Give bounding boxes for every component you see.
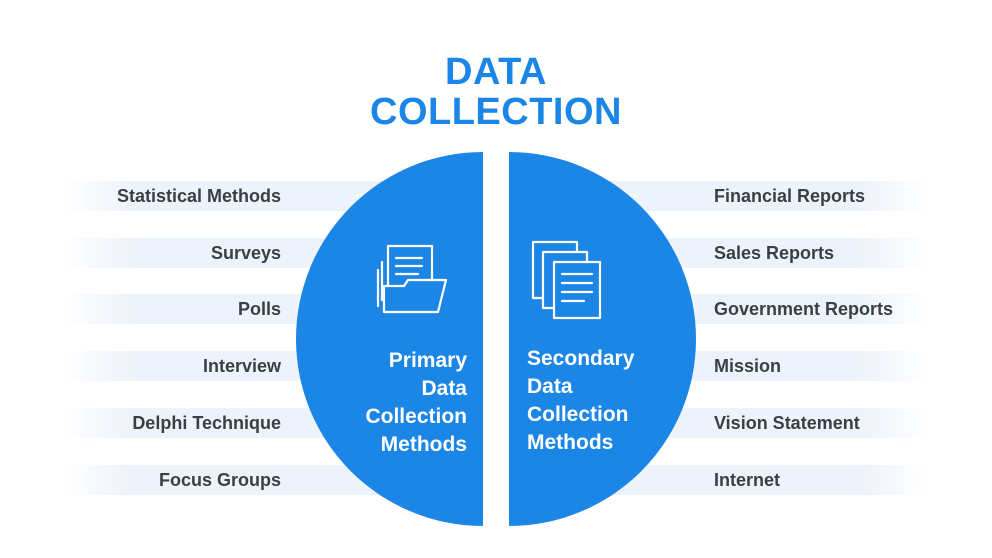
secondary-method-label: Financial Reports	[714, 186, 866, 206]
secondary-heading-line: Data	[527, 375, 573, 398]
secondary-method-label: Internet	[714, 470, 781, 490]
primary-half-circle	[296, 152, 483, 526]
primary-method-label: Focus Groups	[158, 470, 281, 490]
primary-heading-line: Methods	[380, 433, 467, 456]
primary-heading-line: Data	[421, 377, 467, 400]
secondary-heading-line: Collection	[527, 403, 629, 426]
primary-method-label: Polls	[237, 299, 281, 319]
primary-method-label: Interview	[202, 356, 281, 376]
secondary-heading-line: Methods	[527, 431, 614, 454]
primary-heading-line: Primary	[388, 349, 467, 372]
secondary-methods-heading: Secondary Data Collection Methods	[527, 345, 687, 457]
secondary-method-label: Government Reports	[714, 299, 894, 319]
title-line-1: DATA	[445, 51, 547, 93]
folder-documents-icon	[376, 244, 448, 314]
primary-heading-line: Collection	[365, 405, 467, 428]
secondary-heading-line: Secondary	[527, 347, 635, 370]
title-line-2: COLLECTION	[370, 91, 622, 133]
diagram-title: DATA COLLECTION	[0, 52, 992, 132]
secondary-method-label: Vision Statement	[714, 413, 860, 433]
primary-method-label: Surveys	[210, 243, 281, 263]
primary-methods-heading: Primary Data Collection Methods	[307, 347, 467, 459]
secondary-half-circle	[509, 152, 696, 526]
stacked-documents-icon	[531, 240, 602, 320]
primary-method-label: Delphi Technique	[132, 413, 281, 433]
secondary-method-label: Sales Reports	[714, 243, 835, 263]
secondary-method-label: Mission	[714, 356, 782, 376]
primary-method-label: Statistical Methods	[116, 186, 281, 206]
